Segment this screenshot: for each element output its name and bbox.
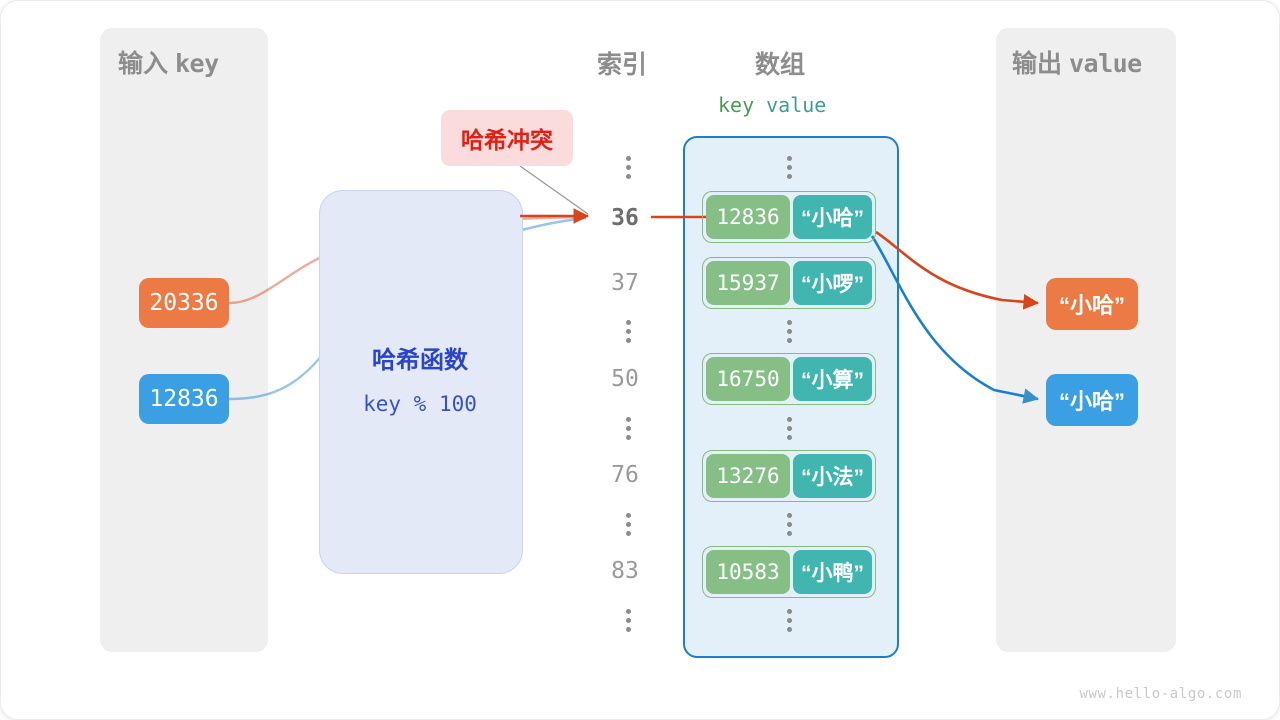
bucket-row[interactable]: 16750 “小算” <box>702 353 876 405</box>
input-title-cn: 输入 <box>118 50 169 78</box>
index-label-83: 83 <box>611 558 639 584</box>
bucket-value: “小法” <box>793 454 872 498</box>
hash-function-box <box>319 190 523 574</box>
output-title-mono: value <box>1068 49 1142 78</box>
bucket-row[interactable]: 12836 “小哈” <box>702 191 876 243</box>
bucket-ellipsis <box>782 417 796 440</box>
input-key-chip[interactable]: 20336 <box>139 278 229 328</box>
bucket-ellipsis <box>782 320 796 343</box>
bucket-ellipsis <box>782 156 796 179</box>
bucket-value: “小鸭” <box>793 550 872 594</box>
bucket-key: 15937 <box>706 261 790 305</box>
hash-function-formula: key % 100 <box>363 392 477 416</box>
hash-collision-badge: 哈希冲突 <box>441 110 573 166</box>
bucket-row[interactable]: 13276 “小法” <box>702 450 876 502</box>
index-ellipsis <box>621 320 635 343</box>
bucket-row[interactable]: 10583 “小鸭” <box>702 546 876 598</box>
index-label-37: 37 <box>611 270 639 296</box>
input-panel <box>100 28 268 652</box>
input-panel-title: 输入 key <box>118 44 219 80</box>
bucket-key: 12836 <box>706 195 790 239</box>
bucket-value: “小算” <box>793 357 872 401</box>
bucket-ellipsis <box>782 609 796 632</box>
site-watermark: www.hello-algo.com <box>1079 686 1242 702</box>
index-ellipsis <box>621 513 635 536</box>
bucket-value: “小啰” <box>793 261 872 305</box>
index-column-heading: 索引 <box>597 51 648 79</box>
index-label-50: 50 <box>611 366 639 392</box>
bucket-key: 10583 <box>706 550 790 594</box>
hash-function-label: 哈希函数 <box>372 347 468 374</box>
bucket-key: 13276 <box>706 454 790 498</box>
key-value-column-header: key value <box>718 93 826 117</box>
index-ellipsis <box>621 417 635 440</box>
output-title-cn: 输出 <box>1012 50 1063 78</box>
output-panel <box>996 28 1176 652</box>
output-value-chip[interactable]: “小哈” <box>1046 278 1138 330</box>
bucket-key: 16750 <box>706 357 790 401</box>
index-label-76: 76 <box>611 462 639 488</box>
index-ellipsis <box>621 609 635 632</box>
index-label-36: 36 <box>611 205 639 231</box>
array-column-heading: 数组 <box>755 51 806 79</box>
output-value-chip[interactable]: “小哈” <box>1046 374 1138 426</box>
index-ellipsis <box>621 156 635 179</box>
bucket-ellipsis <box>782 513 796 536</box>
bucket-value: “小哈” <box>793 195 872 239</box>
input-key-chip[interactable]: 12836 <box>139 374 229 424</box>
input-title-mono: key <box>174 49 219 78</box>
output-panel-title: 输出 value <box>1012 44 1142 80</box>
key-column-label: key <box>718 93 755 117</box>
value-column-label: value <box>766 93 827 117</box>
bucket-row[interactable]: 15937 “小啰” <box>702 257 876 309</box>
